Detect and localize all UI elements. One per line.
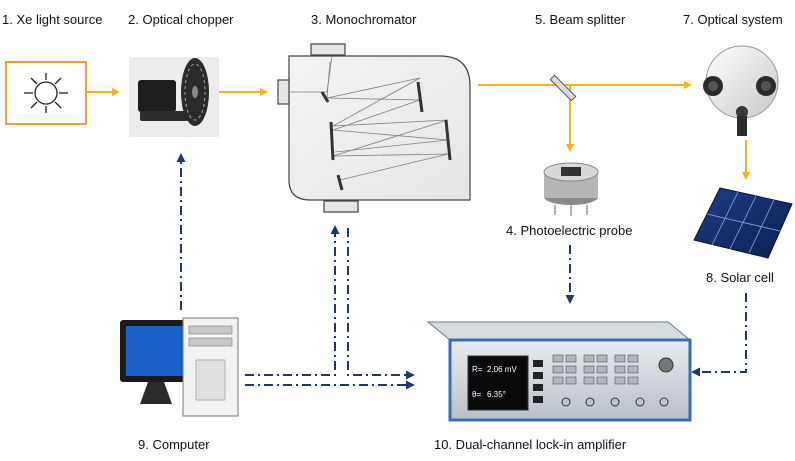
computer [120, 317, 239, 417]
signal-lines [176, 153, 747, 390]
monitor-screen [126, 326, 184, 376]
lock-in-amplifier: R= 2.06 mV θ= 6.35° [426, 321, 692, 422]
label-solar-cell: 8. Solar cell [706, 270, 774, 285]
r-label: R= [472, 365, 483, 374]
label-computer: 9. Computer [138, 437, 210, 452]
label-monochromator: 3. Monochromator [311, 12, 417, 27]
label-optical-system: 7. Optical system [683, 12, 783, 27]
monochromator [277, 43, 471, 213]
theta-value: 6.35° [487, 390, 506, 399]
amplifier-screen [467, 355, 529, 411]
r-value: 2.06 mV [487, 365, 517, 374]
optical-system [703, 45, 779, 136]
xe-light-source [5, 61, 87, 125]
photoelectric-probe [543, 162, 599, 216]
theta-label: θ= [472, 390, 481, 399]
label-xe-light-source: 1. Xe light source [2, 12, 103, 27]
beam-splitter [549, 74, 577, 102]
solar-cell [693, 187, 793, 259]
label-photoelectric-probe: 4. Photoelectric probe [506, 223, 633, 238]
label-optical-chopper: 2. Optical chopper [128, 12, 234, 27]
lamp-icon [24, 73, 68, 113]
optical-chopper [129, 57, 219, 137]
label-lock-in-amplifier: 10. Dual-channel lock-in amplifier [434, 437, 627, 452]
label-beam-splitter: 5. Beam splitter [535, 12, 626, 27]
knob [658, 357, 674, 373]
